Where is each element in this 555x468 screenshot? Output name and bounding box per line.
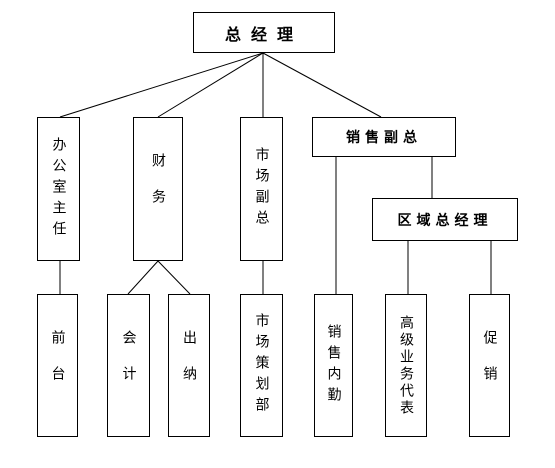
office-director-box: 办公室主任: [37, 117, 80, 261]
front-desk-label: 前台: [49, 329, 66, 402]
sales-vp-box: 销售副总: [312, 117, 456, 157]
planning-dept-label: 市场策划部: [253, 313, 270, 418]
senior-rep-box: 高级业务代表: [385, 294, 427, 437]
accounting-label: 会计: [120, 329, 137, 402]
sales-internal-label: 销售内勤: [325, 323, 342, 408]
cashier-box: 出纳: [168, 294, 210, 437]
marketing-vp-box: 市场副总: [240, 117, 283, 261]
regional-gm-label: 区域总经理: [397, 212, 493, 229]
front-desk-box: 前台: [37, 294, 78, 437]
regional-gm-box: 区域总经理: [372, 198, 518, 241]
marketing-vp-label: 市场副总: [253, 147, 270, 231]
planning-dept-box: 市场策划部: [240, 294, 283, 437]
promotion-box: 促销: [469, 294, 510, 437]
cashier-label: 出纳: [181, 329, 197, 402]
ceo-box: 总经理: [193, 12, 335, 53]
ceo-label: 总经理: [224, 24, 303, 44]
finance-box: 财务: [133, 117, 183, 261]
sales-internal-box: 销售内勤: [314, 294, 353, 437]
senior-rep-label: 高级业务代表: [398, 314, 414, 417]
sales-vp-label: 销售副总: [346, 130, 422, 146]
office-director-label: 办公室主任: [50, 136, 67, 242]
accounting-box: 会计: [107, 294, 150, 437]
finance-label: 财务: [150, 153, 166, 225]
promotion-label: 促销: [481, 329, 498, 402]
